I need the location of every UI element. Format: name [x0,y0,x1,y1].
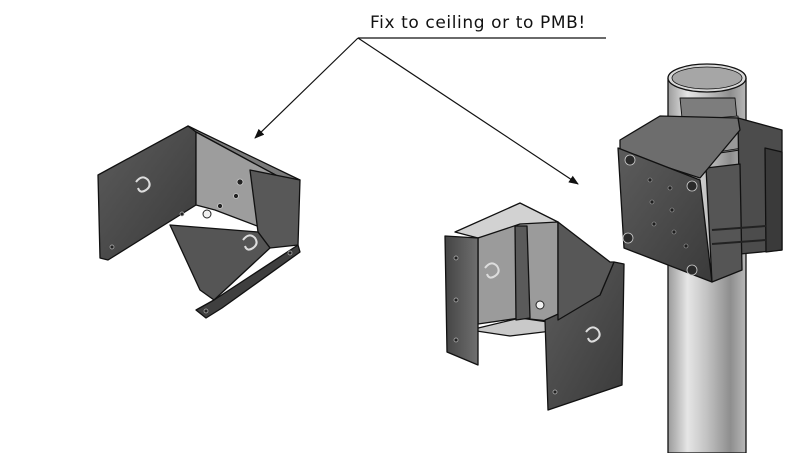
bracket-left [97,125,301,319]
pole-assembly [617,63,783,453]
callout-leader [254,37,606,185]
bracket-middle [444,202,625,411]
callout-label: Fix to ceiling or to PMB! [370,13,586,33]
